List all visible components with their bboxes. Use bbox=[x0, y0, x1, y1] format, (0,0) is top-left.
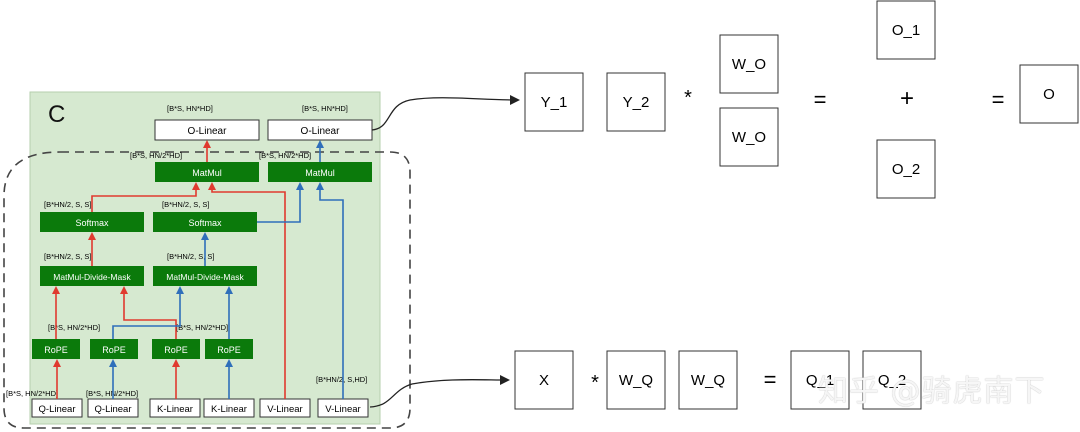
rope-box-4 bbox=[205, 339, 253, 359]
o2-box bbox=[876, 139, 936, 199]
wq2-box bbox=[678, 350, 738, 410]
rope-box-3 bbox=[152, 339, 200, 359]
matmul-label-1: MatMul bbox=[192, 168, 222, 178]
mdm-box-1 bbox=[40, 266, 144, 286]
shape-rope-1: [B*S, HN/2*HD] bbox=[48, 323, 100, 332]
mdm-label-2: MatMul-Divide-Mask bbox=[166, 272, 244, 282]
shape-mdm-1: [B*HN/2, S, S] bbox=[44, 252, 92, 261]
top-equals-2: = bbox=[992, 87, 1005, 112]
panel-label: C bbox=[48, 101, 65, 128]
red-flow-arrows bbox=[52, 140, 286, 399]
rope-box-1 bbox=[32, 339, 80, 359]
shape-matmul-2: [B*S, HN/2*HD] bbox=[259, 151, 311, 160]
wo2-box bbox=[719, 107, 779, 167]
softmax-box-2 bbox=[153, 212, 257, 232]
o-label: O bbox=[1043, 86, 1055, 103]
mdm-box-2 bbox=[153, 266, 257, 286]
y1-box bbox=[524, 72, 584, 132]
rope-box-2 bbox=[90, 339, 138, 359]
top-plus: + bbox=[900, 85, 914, 112]
softmax-label-2: Softmax bbox=[188, 218, 222, 228]
mdm-label-1: MatMul-Divide-Mask bbox=[53, 272, 131, 282]
x-label: X bbox=[539, 372, 549, 389]
o2-label: O_2 bbox=[892, 161, 920, 178]
rope-label-4: RoPE bbox=[217, 345, 241, 355]
dashed-region bbox=[3, 151, 411, 429]
y2-label: Y_2 bbox=[623, 94, 650, 111]
softmax-box-1 bbox=[40, 212, 144, 232]
x-box bbox=[514, 350, 574, 410]
bottom-equals: = bbox=[764, 367, 777, 392]
bottom-times: * bbox=[591, 372, 599, 394]
matmul-box-1 bbox=[155, 162, 259, 182]
watermark: 知乎 @骑虎南下 bbox=[818, 374, 1046, 409]
k-linear-box-1 bbox=[149, 398, 201, 418]
wo1-box bbox=[719, 34, 779, 94]
o-linear-label-1: O-Linear bbox=[188, 126, 228, 137]
shape-mdm-2: [B*HN/2, S, S] bbox=[167, 252, 215, 261]
connector-top bbox=[371, 94, 520, 131]
wq1-box bbox=[606, 350, 666, 410]
o-linear-label-2: O-Linear bbox=[301, 126, 341, 137]
shape-olin-2: [B*S, HN*HD] bbox=[302, 104, 348, 113]
y1-label: Y_1 bbox=[541, 94, 568, 111]
wo1-label: W_O bbox=[732, 56, 766, 73]
shape-softmax-2: [B*HN/2, S, S] bbox=[162, 200, 210, 209]
connector-bottom bbox=[369, 374, 510, 408]
k-linear-label-1: K-Linear bbox=[157, 404, 193, 415]
q-linear-label-2: Q-Linear bbox=[95, 404, 132, 415]
wq2-label: W_Q bbox=[691, 372, 725, 389]
v-linear-label-2: V-Linear bbox=[325, 404, 360, 415]
o-box bbox=[1019, 64, 1079, 124]
v-linear-label-1: V-Linear bbox=[267, 404, 302, 415]
shape-qlin-1: [B*S, HN/2*HD] bbox=[6, 389, 58, 398]
matmul-label-2: MatMul bbox=[305, 168, 335, 178]
q2-label: Q_2 bbox=[878, 372, 906, 389]
q-linear-label-1: Q-Linear bbox=[39, 404, 76, 415]
rope-label-2: RoPE bbox=[102, 345, 126, 355]
shape-matmul-1: [B*S, HN/2*HD] bbox=[130, 151, 182, 160]
shape-rope-2: [B*S, HN/2*HD] bbox=[176, 323, 228, 332]
shape-olin-1: [B*S, HN*HD] bbox=[167, 104, 213, 113]
q1-label: Q_1 bbox=[806, 372, 834, 389]
rope-label-3: RoPE bbox=[164, 345, 188, 355]
blue-flow-arrows bbox=[109, 140, 344, 399]
softmax-label-1: Softmax bbox=[75, 218, 109, 228]
rope-label-1: RoPE bbox=[44, 345, 68, 355]
q1-box bbox=[790, 350, 850, 410]
matmul-box-2 bbox=[268, 162, 372, 182]
wo2-label: W_O bbox=[732, 129, 766, 146]
shape-qlin-2: [B*S, HN/2*HD] bbox=[86, 389, 138, 398]
shape-vlin: [B*HN/2, S,HD] bbox=[316, 375, 367, 384]
wq1-label: W_Q bbox=[619, 372, 653, 389]
o1-label: O_1 bbox=[892, 22, 920, 39]
k-linear-label-2: K-Linear bbox=[211, 404, 247, 415]
q2-box bbox=[862, 350, 922, 410]
o1-box bbox=[876, 0, 936, 60]
top-times: * bbox=[684, 87, 692, 109]
top-equals-1: = bbox=[814, 87, 827, 112]
y2-box bbox=[606, 72, 666, 132]
shape-softmax-1: [B*HN/2, S, S] bbox=[44, 200, 92, 209]
